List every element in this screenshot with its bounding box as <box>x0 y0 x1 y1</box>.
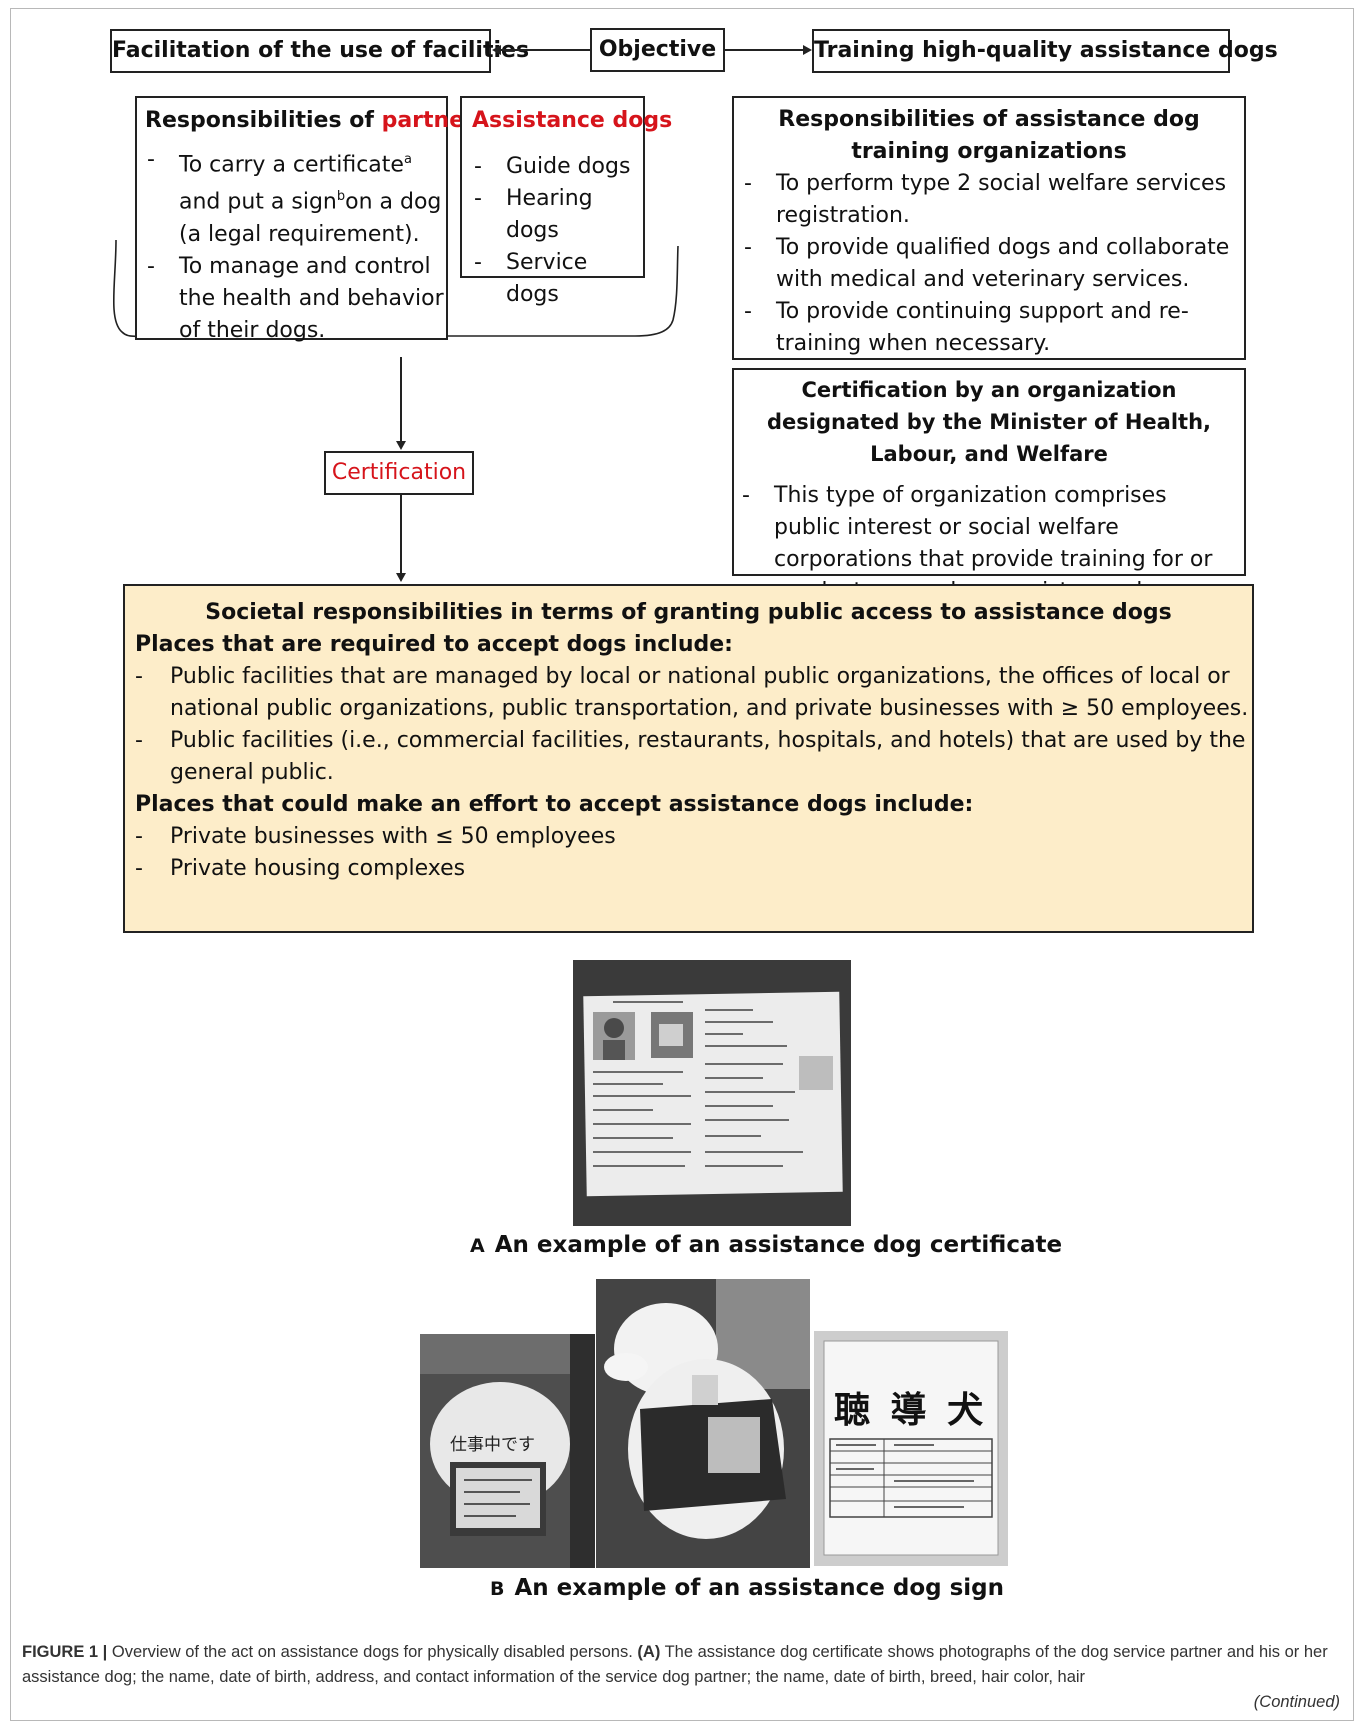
board-sign-text: 聴 導 犬 <box>834 1389 988 1431</box>
partners-title: Responsibilities of partners <box>145 108 489 133</box>
right-goal-box: Training high-quality assistance dogs <box>812 29 1278 73</box>
assistance-dogs-item-hearing: Hearing dogs <box>466 183 643 247</box>
figure-label: FIGURE 1 | <box>22 1643 108 1661</box>
sign-photo-vest: 仕事中です <box>420 1334 595 1568</box>
assistance-dogs-title: Assistance dogs <box>472 108 673 133</box>
caption-a-letter: A <box>470 1235 485 1257</box>
training-orgs-item-3: To provide continuing support and re-tra… <box>736 296 1234 360</box>
certification-text: Certification <box>331 460 467 485</box>
figure-a-ref: (A) <box>637 1643 661 1661</box>
designated-org-box: Certification by an organization designa… <box>732 368 1246 604</box>
partners-box: Responsibilities of partners To carry a … <box>135 96 489 343</box>
arrow-to-societal <box>400 495 402 575</box>
objective-text: Objective <box>598 37 717 62</box>
assistance-dogs-box: Assistance dogs Guide dogs Hearing dogs … <box>460 96 673 307</box>
objective-box: Objective <box>590 28 725 72</box>
training-orgs-item-1: To perform type 2 social welfare service… <box>736 168 1234 232</box>
certificate-photo <box>573 960 851 1226</box>
societal-responsibilities-box: Societal responsibilities in terms of gr… <box>123 584 1254 933</box>
arrow-objective-left <box>500 49 590 51</box>
designated-org-title: Certification by an organization designa… <box>766 378 1212 466</box>
arrowhead-societal <box>396 573 406 582</box>
required-heading: Places that are required to accept dogs … <box>135 632 733 657</box>
assistance-dogs-item-service: Service dogs <box>466 247 643 311</box>
caption-a-text: An example of an assistance dog certific… <box>494 1232 1063 1258</box>
societal-title: Societal responsibilities in terms of gr… <box>205 600 1172 625</box>
left-goal-text: Facilitation of the use of facilities <box>112 38 530 63</box>
caption-continued: (Continued) <box>1253 1693 1340 1711</box>
left-goal-box: Facilitation of the use of facilities <box>110 29 529 73</box>
effort-item-2: Private housing complexes <box>127 853 1252 885</box>
caption-b-letter: B <box>490 1578 505 1600</box>
required-item-1: Public facilities that are managed by lo… <box>127 661 1252 725</box>
vest-sign-text: 仕事中です <box>450 1435 535 1455</box>
assistance-dogs-item-guide: Guide dogs <box>466 151 643 183</box>
arrowhead-right <box>803 45 812 55</box>
training-orgs-title: Responsibilities of assistance dog train… <box>778 107 1200 164</box>
certificate-illustration <box>573 960 851 1226</box>
arrowhead-left <box>492 45 501 55</box>
figure-frame <box>10 8 1354 1721</box>
effort-heading: Places that could make an effort to acce… <box>135 792 974 817</box>
caption-a: A An example of an assistance dog certifi… <box>470 1232 1062 1258</box>
partners-item-2: To manage and control the health and beh… <box>139 251 446 347</box>
caption-b: B An example of an assistance dog sign <box>490 1575 1004 1601</box>
effort-item-1: Private businesses with ≤ 50 employees <box>127 821 1252 853</box>
partners-item-1: To carry a certificatea and put a signbo… <box>139 144 446 251</box>
training-orgs-item-2: To provide qualified dogs and collaborat… <box>736 232 1234 296</box>
caption-b-text: An example of an assistance dog sign <box>514 1575 1005 1601</box>
training-orgs-box: Responsibilities of assistance dog train… <box>732 96 1246 360</box>
vest-sign-illustration <box>420 1334 595 1568</box>
certification-box: Certification <box>324 451 474 495</box>
arrowhead-certification <box>396 441 406 450</box>
arrow-to-certification <box>400 357 402 443</box>
figure-caption: FIGURE 1 | Overview of the act on assist… <box>22 1640 1340 1715</box>
dog-vest-illustration <box>596 1279 810 1568</box>
sign-photo-dog <box>596 1279 810 1568</box>
right-goal-text: Training high-quality assistance dogs <box>814 38 1278 63</box>
board-sign-illustration <box>814 1331 1008 1566</box>
required-item-2: Public facilities (i.e., commercial faci… <box>127 725 1252 789</box>
arrow-objective-right <box>725 49 805 51</box>
sign-photo-board: 聴 導 犬 <box>814 1331 1008 1566</box>
